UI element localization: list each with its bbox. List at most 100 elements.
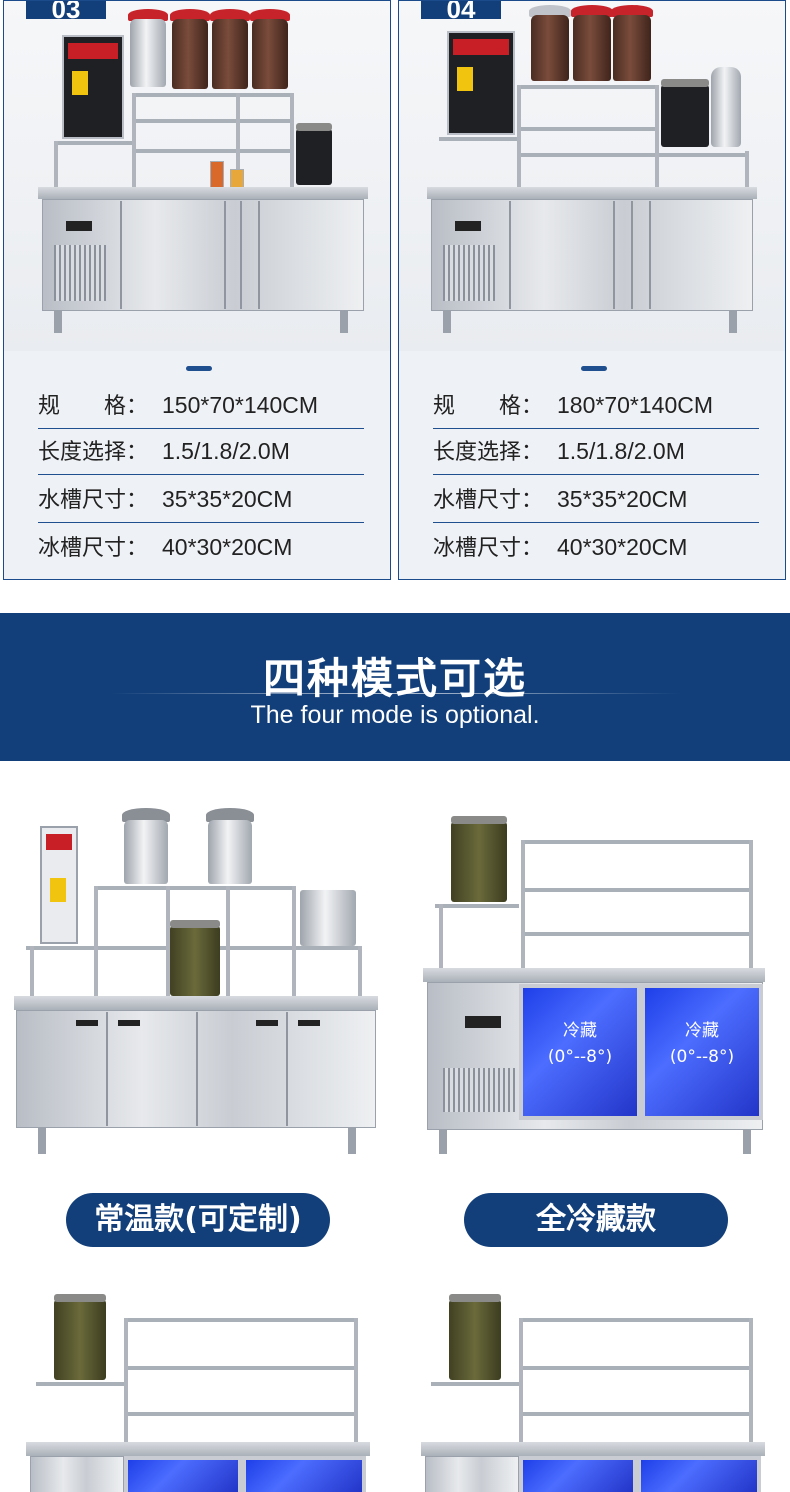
shelf xyxy=(517,85,659,89)
urn-lid-icon xyxy=(210,9,250,21)
section-banner: 四种模式可选 The four mode is optional. xyxy=(0,613,790,761)
shelf xyxy=(521,932,753,936)
brown-urn-icon xyxy=(172,19,208,89)
shelf-post xyxy=(354,1318,358,1444)
mode-photo-partial-3 xyxy=(0,1280,395,1492)
door-seam xyxy=(240,201,242,309)
urn-lid-icon xyxy=(611,5,653,17)
spec-value: 35*35*20CM xyxy=(162,486,293,512)
fructose-machine-icon xyxy=(170,920,220,996)
shelf-post xyxy=(54,141,58,191)
brown-urn-icon xyxy=(573,15,611,81)
product-photo-03 xyxy=(4,1,390,351)
shelf-post xyxy=(226,886,230,996)
shelf xyxy=(435,904,519,908)
shelf-post xyxy=(94,886,98,996)
fridge-door-left xyxy=(519,1456,637,1492)
fridge-temp-range: (0°--8°) xyxy=(669,1047,735,1067)
worktop xyxy=(421,1442,765,1456)
spec-label: 规 格： xyxy=(433,394,544,419)
spec-row-size: 规 格： 180*70*140CM xyxy=(433,381,759,429)
urn-lid-icon xyxy=(170,9,210,21)
brown-urn-icon xyxy=(252,19,288,89)
spec-label: 长度选择： xyxy=(433,440,544,465)
door-seam xyxy=(649,201,651,309)
fructose-machine-icon xyxy=(449,1294,501,1380)
product-photo-04 xyxy=(399,1,785,351)
spec-row-length: 长度选择：1.5/1.8/2.0M xyxy=(38,427,364,475)
shelf-post xyxy=(749,1318,753,1444)
shelf-post xyxy=(132,93,136,189)
spec-row-sink: 水槽尺寸：35*35*20CM xyxy=(38,475,364,523)
shelf xyxy=(517,127,659,131)
model-number-tag: 04 xyxy=(421,1,501,24)
spec-row-sink: 水槽尺寸： 35*35*20CM xyxy=(433,475,759,523)
spec-value: 35*35*20CM xyxy=(557,486,688,512)
urn-lid-icon xyxy=(128,9,168,21)
slide-indicator xyxy=(581,366,607,371)
fridge-door-label: 冷藏 xyxy=(563,1021,597,1041)
door-handle xyxy=(256,1020,278,1026)
shelf-post xyxy=(655,85,659,189)
spec-label: 水槽尺寸： xyxy=(433,488,544,513)
shelf xyxy=(521,840,753,844)
water-boiler-icon xyxy=(447,31,515,135)
door-seam xyxy=(120,201,122,309)
spec-row-length: 长度选择： 1.5/1.8/2.0M xyxy=(433,427,759,475)
worktop xyxy=(14,996,378,1010)
leg xyxy=(743,1130,751,1154)
door-seam xyxy=(196,1012,198,1126)
mode-label-ambient: 常温款(可定制) xyxy=(66,1193,330,1247)
shelf xyxy=(517,153,749,157)
shelf xyxy=(439,137,519,141)
title-divider xyxy=(110,693,680,694)
urn-lid-icon xyxy=(122,808,170,822)
worktop xyxy=(38,187,368,199)
slide-indicator xyxy=(186,366,212,371)
shelf-post xyxy=(745,151,749,189)
spec-value: 180*70*140CM xyxy=(557,392,714,418)
spec-value: 40*30*20CM xyxy=(557,534,688,560)
drink-cup-icon xyxy=(210,161,224,189)
steel-urn-icon xyxy=(208,820,252,884)
door-handle xyxy=(76,1020,98,1026)
urn-lid-icon xyxy=(571,5,613,17)
dispenser-icon xyxy=(661,79,709,147)
leg xyxy=(729,311,737,333)
shelf xyxy=(431,1382,519,1386)
spec-value: 150*70*140CM xyxy=(162,392,319,418)
spec-label: 规 格： xyxy=(38,394,149,419)
brown-urn-icon xyxy=(531,15,569,81)
fridge-door-label: 冷藏 xyxy=(685,1021,719,1041)
shelf-post xyxy=(519,1318,523,1444)
shelf xyxy=(54,141,134,145)
steel-urn-icon xyxy=(130,19,166,87)
dispenser-icon xyxy=(296,123,332,185)
section-subtitle: The four mode is optional. xyxy=(250,701,540,729)
shelf xyxy=(26,946,96,950)
spec-value: 1.5/1.8/2.0M xyxy=(162,438,290,464)
fructose-machine-icon xyxy=(54,1294,106,1380)
shelf xyxy=(294,946,362,950)
spec-label: 冰槽尺寸： xyxy=(433,536,544,561)
door-seam xyxy=(613,201,615,309)
door-seam xyxy=(509,201,511,309)
counter-body xyxy=(30,1456,124,1492)
spec-label: 冰槽尺寸： xyxy=(38,536,149,561)
leg xyxy=(54,311,62,333)
water-boiler-icon xyxy=(62,35,124,139)
mode-label-full-fridge: 全冷藏款 xyxy=(464,1193,728,1247)
water-boiler-icon xyxy=(40,826,78,944)
shelf xyxy=(132,119,292,123)
worktop xyxy=(26,1442,370,1456)
fridge-temp-range: (0°--8°) xyxy=(547,1047,613,1067)
vent-grille xyxy=(443,245,495,301)
spec-row-ice: 冰槽尺寸： 40*30*20CM xyxy=(433,523,759,571)
pot-icon xyxy=(300,890,356,946)
vent-grille xyxy=(443,1068,515,1112)
brown-urn-icon xyxy=(212,19,248,89)
door-seam xyxy=(224,201,226,309)
spec-row-ice: 冰槽尺寸：40*30*20CM xyxy=(38,523,364,571)
spec-value: 1.5/1.8/2.0M xyxy=(557,438,685,464)
worktop xyxy=(427,187,757,199)
